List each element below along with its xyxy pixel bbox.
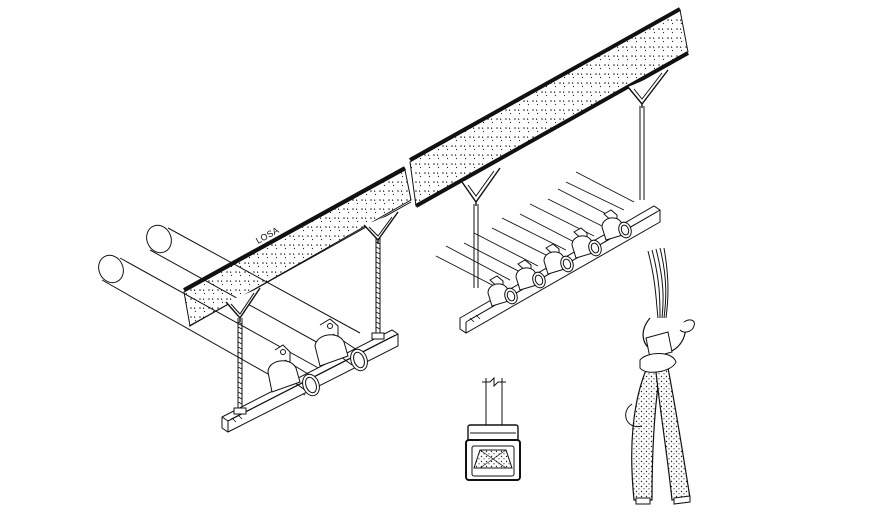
ceiling-insert-left-2: [363, 211, 399, 244]
nut-left-2: [371, 332, 385, 340]
pipe-clamp-right-5: [601, 209, 632, 241]
ceiling-insert-right-1: [461, 167, 501, 206]
ceiling-insert-right-2: [627, 69, 669, 108]
pipe-clamps-right: [487, 209, 632, 307]
strut-section-detail: [465, 376, 521, 481]
threaded-rod-left-2: [375, 238, 381, 335]
slab-right: [409, 7, 689, 208]
rod-right-2: [639, 106, 645, 200]
threaded-rod-left-1: [237, 318, 243, 410]
rod-right-1: [473, 204, 479, 288]
pipe-clamp-right-3: [543, 243, 574, 275]
pipe-clamp-left-2: [314, 318, 368, 372]
pipe-clamp-right-4: [571, 227, 602, 259]
pipe-clamp-right-1: [487, 275, 518, 307]
pipe-clamp-left-1: [267, 344, 320, 397]
nut-left-1: [233, 407, 247, 415]
ceiling-insert-left-1: [225, 287, 261, 322]
pipe-rear: [146, 224, 361, 356]
pipe-clamp-right-2: [515, 259, 546, 291]
cable-brace-detail: [625, 247, 695, 505]
